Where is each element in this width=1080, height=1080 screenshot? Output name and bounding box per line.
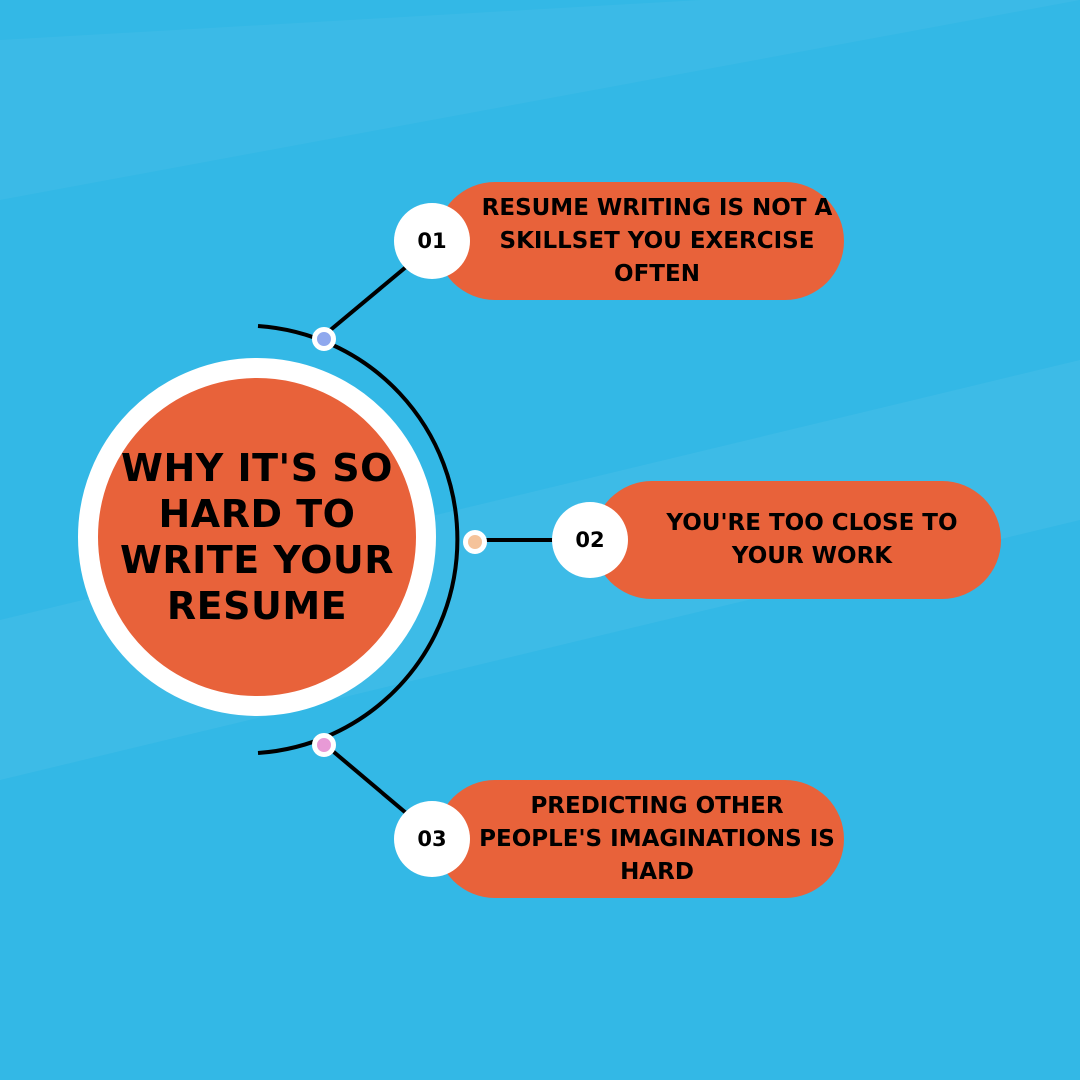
item-01-number-badge: 01 (394, 203, 470, 279)
connector-dot-03 (312, 733, 336, 757)
center-title: WHY IT'S SO HARD TO WRITE YOUR RESUME (119, 446, 394, 628)
connector-arc (257, 324, 460, 755)
item-01-text: RESUME WRITING IS NOT A SKILLSET YOU EXE… (481, 194, 833, 287)
item-03-text: PREDICTING OTHER PEOPLE'S IMAGINATIONS I… (479, 792, 835, 885)
item-02-number-badge: 02 (552, 502, 628, 578)
item-01-number: 01 (417, 229, 447, 253)
background-streak (0, 0, 1080, 200)
item-01-pill: RESUME WRITING IS NOT A SKILLSET YOU EXE… (436, 182, 844, 300)
connector-line-01 (320, 260, 414, 339)
item-02-number: 02 (575, 528, 605, 552)
connector-dot-02 (463, 530, 487, 554)
item-03-number: 03 (417, 827, 447, 851)
item-03-pill: PREDICTING OTHER PEOPLE'S IMAGINATIONS I… (436, 780, 844, 898)
item-03-number-badge: 03 (394, 801, 470, 877)
item-02-text: YOU'RE TOO CLOSE TO YOUR WORK (666, 510, 958, 569)
connector-dot-01 (312, 327, 336, 351)
item-02-pill: YOU'RE TOO CLOSE TO YOUR WORK (593, 481, 1001, 599)
connector-line-03 (320, 740, 414, 820)
center-circle: WHY IT'S SO HARD TO WRITE YOUR RESUME (78, 358, 436, 716)
